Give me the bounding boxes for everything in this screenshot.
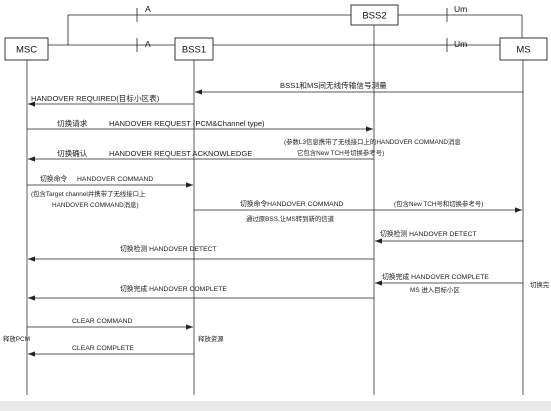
message-clear-complete: CLEAR COMPLETE [28, 345, 194, 357]
message-handover-command-bss1: 切换命令 HANDOVER COMMAND [27, 174, 193, 188]
upper-um-label: Um [454, 4, 467, 14]
message-handover-detect-bss2: 切换检测 HANDOVER DETECT [375, 229, 523, 244]
message-measurement: BSS1和MS间无线传输信号测量 [195, 80, 523, 95]
note-request-line1: (参数L3信息携带了无线接口上的HANDOVER COMMAND消息 [284, 137, 461, 146]
lower-um-label: Um [454, 39, 467, 49]
entity-msc: MSC [4, 37, 49, 61]
message-handover-request: 切换请求 HANDOVER REQUEST (PCM&Channel type) [27, 118, 373, 132]
entity-bss2-box [350, 4, 399, 26]
upper-interface-link: A Um [67, 4, 523, 45]
note-ms-enter-cell: MS 进入目标小区 [410, 285, 460, 294]
bottom-strip [0, 401, 551, 411]
note-command-ms: (包含New TCH号和切换参考号) [394, 199, 483, 208]
message-handover-detect-msc-label: 切换检测 HANDOVER DETECT [120, 244, 217, 253]
message-handover-detect-bss2-label: 切换检测 HANDOVER DETECT [380, 229, 477, 238]
message-handover-request-ack-cn: 切换确认 [57, 148, 88, 158]
note-command-line2: HANDOVER COMMAND消息) [52, 200, 139, 209]
message-handover-command-ms: 切换命令HANDOVER COMMAND [194, 199, 522, 213]
message-handover-request-en: HANDOVER REQUEST (PCM&Channel type) [109, 119, 265, 128]
note-command-via: 通过原BSS,让MS转到新的信道 [246, 214, 335, 223]
message-handover-complete-msc-label: 切换完成 HANDOVER COMPLETE [120, 284, 227, 293]
note-release-pcm: 释放PCM [3, 334, 30, 343]
message-clear-complete-label: CLEAR COMPLETE [72, 345, 134, 352]
message-handover-required-label: HANDOVER REQUIRED(目标小区表) [31, 93, 160, 103]
message-clear-command: CLEAR COMMAND [27, 318, 193, 330]
entity-ms-label: MS [516, 45, 530, 56]
note-command-line1: (包含Target channel并携带了无线接口上 [31, 189, 146, 198]
entity-ms: MS [499, 37, 548, 61]
note-release-resources: 释放资源 [198, 334, 224, 343]
message-measurement-label: BSS1和MS间无线传输信号测量 [280, 80, 387, 90]
entity-msc-label: MSC [16, 45, 37, 56]
note-request-line2: 它包含New TCH号切换参考号) [297, 148, 384, 157]
message-handover-command-ms-label: 切换命令HANDOVER COMMAND [240, 199, 344, 208]
message-handover-complete-msc: 切换完成 HANDOVER COMPLETE [28, 284, 374, 301]
entity-msc-box [4, 37, 49, 61]
note-edge-fragment: 切换完 [530, 280, 550, 289]
lower-a-label: A [145, 39, 151, 49]
message-handover-complete-bss2: 切换完成 HANDOVER COMPLETE [375, 272, 523, 286]
entity-bss1-label: BSS1 [182, 45, 206, 56]
entity-bss2: BSS2 [350, 4, 399, 26]
message-handover-detect-msc: 切换检测 HANDOVER DETECT [28, 244, 374, 262]
message-clear-command-label: CLEAR COMMAND [72, 318, 133, 325]
entity-ms-box [499, 37, 548, 61]
entity-bss2-label: BSS2 [362, 11, 386, 22]
message-handover-required: HANDOVER REQUIRED(目标小区表) [28, 93, 194, 107]
entity-bss1: BSS1 [174, 37, 214, 61]
lower-interface-link: A Um [48, 38, 500, 52]
message-handover-command-bss1-en: HANDOVER COMMAND [77, 176, 153, 183]
message-handover-request-ack: 切换确认 HANDOVER REQUEST ACKNOWLEDGE [28, 148, 374, 162]
message-handover-complete-bss2-label: 切换完成 HANDOVER COMPLETE [382, 272, 489, 281]
upper-a-label: A [145, 4, 151, 14]
message-handover-command-bss1-cn: 切换命令 [40, 174, 67, 183]
message-handover-request-cn: 切换请求 [57, 118, 88, 128]
message-handover-request-ack-en: HANDOVER REQUEST ACKNOWLEDGE [109, 149, 252, 158]
